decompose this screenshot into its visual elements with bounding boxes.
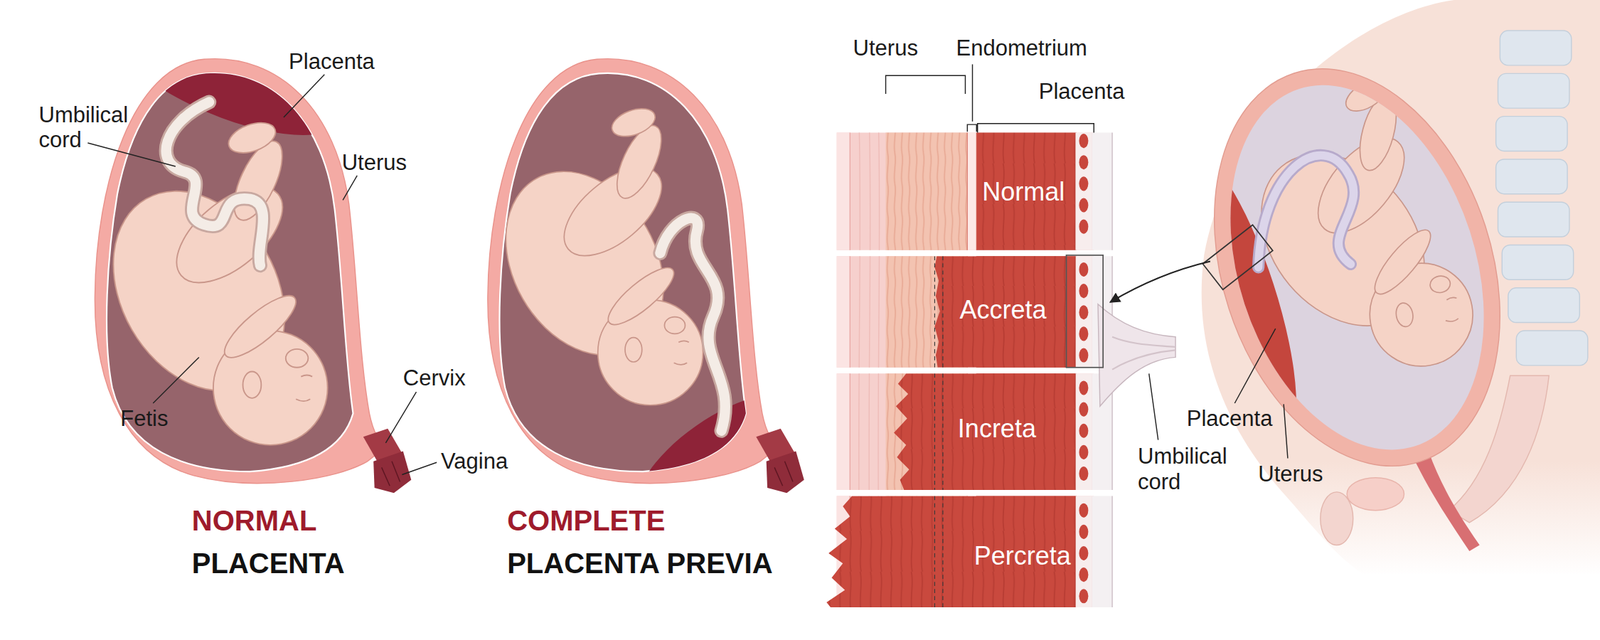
part-label: Umbilical cord: [39, 102, 139, 153]
leader-line: [385, 391, 416, 444]
previa-uterus: [774, 461, 793, 486]
tissue-section: [826, 75, 1176, 613]
pubic-bone: [1320, 492, 1354, 546]
leader-line: [1149, 373, 1159, 440]
leader-line: [401, 462, 437, 475]
leader-line: [1234, 328, 1276, 404]
normal-uterus: [66, 0, 412, 493]
part-label: Umbilical cord: [1137, 443, 1238, 495]
side-uterus: [1132, 31, 1549, 515]
leader-line: [342, 175, 357, 200]
normal-uterus: [381, 461, 401, 486]
tissue-section: [836, 256, 1113, 367]
figure-caption: PLACENTA: [192, 546, 345, 580]
vagina-shape: [373, 450, 412, 493]
spine: [1498, 73, 1570, 109]
umbilical-cord: [1230, 147, 1376, 292]
zoom-arrow: [1110, 260, 1211, 302]
normal-uterus: [78, 116, 328, 445]
vagina-shape: [766, 450, 805, 493]
side-uterus: [1166, 31, 1549, 503]
tissue-section: [934, 256, 943, 367]
side-uterus: [1132, 36, 1528, 462]
spine: [1498, 201, 1570, 237]
bracket: [886, 75, 966, 94]
bracket: [977, 123, 1095, 133]
tissue-section: [934, 373, 943, 490]
leader-line: [283, 74, 325, 118]
vagina-shape: [1412, 450, 1480, 552]
umbilical-cord: [659, 218, 725, 431]
spine: [1496, 30, 1588, 366]
spine: [1499, 30, 1571, 66]
cord-attachment: [1097, 304, 1176, 407]
tissue-section: [1112, 337, 1176, 370]
band-label: Accreta: [960, 295, 1047, 325]
previa-uterus: [474, 59, 823, 549]
spine: [1508, 288, 1580, 323]
spine: [1496, 116, 1568, 152]
band-label: Increta: [957, 413, 1037, 444]
tissue-section: [836, 373, 1113, 490]
placenta-invasion: [893, 373, 1076, 490]
spine: [1496, 159, 1568, 195]
spine: [1501, 244, 1573, 280]
part-label: Uterus: [342, 150, 407, 176]
leader-line: [87, 142, 175, 167]
part-label: Vagina: [440, 448, 508, 475]
placenta-invasion: [934, 256, 1076, 367]
tissue-section: [836, 132, 1113, 251]
tissue-section: [836, 132, 1113, 251]
placenta-shape: [66, 0, 373, 168]
side-uterus: [1208, 65, 1481, 396]
figure-caption: PLACENTA PREVIA: [507, 546, 773, 580]
leader-line: [972, 64, 973, 121]
spine: [1516, 330, 1588, 366]
tissue-band: Increta: [951, 411, 1042, 447]
leader-line: [152, 356, 200, 404]
previa-uterus: [474, 103, 823, 549]
part-label: Placenta: [288, 49, 375, 75]
umbilical-cord: [166, 102, 264, 266]
placenta-invasion: [826, 496, 1076, 608]
umbilical-cord: [1230, 147, 1376, 292]
tissue-band: Percreta: [967, 538, 1077, 574]
part-label: Placenta: [1186, 406, 1273, 432]
part-label: Endometrium: [956, 35, 1088, 62]
tissue-section: [826, 496, 1113, 608]
band-label: Percreta: [974, 541, 1071, 571]
tissue-section: [836, 256, 1113, 367]
pregnant-body: [1132, 0, 1600, 574]
tissue-section: [836, 373, 1113, 490]
leader-line: [1283, 403, 1288, 458]
umbilical-cord: [166, 102, 264, 266]
bracket: [967, 124, 977, 132]
umbilical-cord: [659, 218, 725, 431]
magnify-box: [1066, 255, 1104, 368]
tissue-band: Accreta: [953, 292, 1053, 328]
tissue-section: [934, 496, 943, 608]
band-label: Normal: [982, 177, 1065, 207]
bladder: [1346, 477, 1404, 511]
figure-caption: COMPLETE: [507, 504, 665, 537]
part-label: Uterus: [853, 35, 919, 62]
magnify-box: [1202, 224, 1273, 290]
previa-uterus: [474, 103, 704, 405]
part-label: Cervix: [403, 365, 466, 392]
tissue-band: Normal: [976, 174, 1071, 210]
leader-line: [87, 64, 1288, 475]
part-label: Fetis: [120, 406, 168, 432]
figure-caption: NORMAL: [192, 504, 318, 537]
part-label: Placenta: [1038, 78, 1125, 105]
part-label: Uterus: [1257, 461, 1323, 488]
